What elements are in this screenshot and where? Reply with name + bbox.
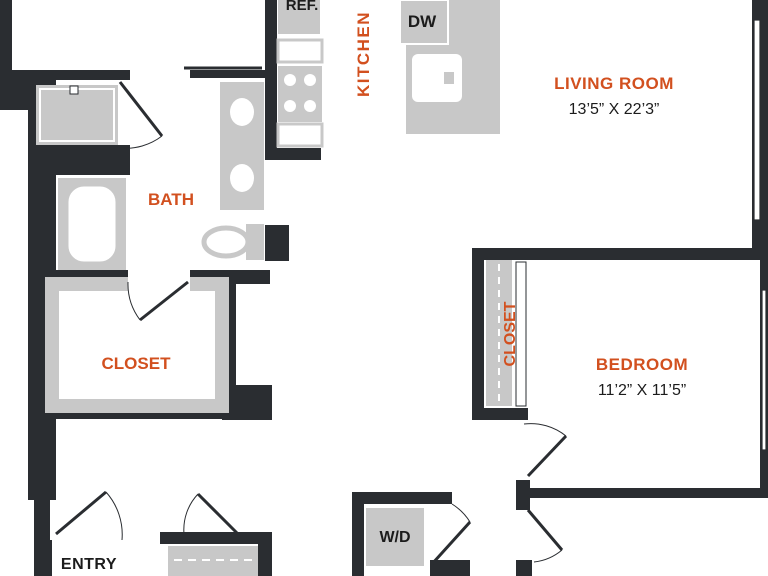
stove-range — [278, 66, 322, 122]
wall-wd-bottom — [430, 560, 470, 576]
wall-bath-right-lower — [265, 225, 289, 261]
bathtub-basin — [67, 185, 117, 263]
doors — [55, 66, 568, 566]
door-linen-bottom-leaf — [196, 492, 240, 536]
kitchen-sink — [412, 54, 462, 102]
kitchen-label: KITCHEN — [354, 11, 373, 97]
wall-bedroom-left-bottom — [516, 560, 532, 576]
dishwasher-label: DW — [408, 12, 437, 31]
door-linen-leaf — [118, 81, 164, 137]
burner-3 — [284, 100, 296, 112]
wall-wd-left — [352, 492, 364, 576]
door-wd-leaf — [430, 520, 472, 566]
refrigerator — [278, 0, 320, 34]
burner-2 — [304, 74, 316, 86]
living-room-label: LIVING ROOM — [554, 74, 674, 93]
wall-bedroom-closet-top — [472, 248, 768, 260]
wall-bedroom-left — [520, 248, 532, 260]
door-lower-swing — [533, 549, 563, 563]
bath-linen-cabinet — [36, 85, 118, 145]
door-entry-swing — [105, 491, 123, 541]
bath-label: BATH — [148, 190, 194, 209]
bedroom-closet-label: CLOSET — [502, 301, 519, 366]
labels: REF. DW KITCHEN LIVING ROOM 13’5” X 22’3… — [61, 0, 688, 573]
counter-lower — [276, 122, 324, 148]
wall-bottom-linen — [160, 532, 270, 544]
bedroom-size: 11’2” X 11’5” — [598, 382, 686, 399]
burner-4 — [304, 100, 316, 112]
wall-left-lower — [34, 420, 50, 570]
wall-bottom-left — [34, 540, 52, 576]
toilet-tank — [246, 224, 264, 260]
dishwasher — [399, 0, 449, 45]
closet-label: CLOSET — [102, 354, 172, 373]
entry-label: ENTRY — [61, 556, 117, 573]
fixtures — [36, 0, 527, 576]
window-bedroom — [761, 289, 767, 451]
wall-vanity-top — [190, 70, 265, 78]
door-bedroom-leaf — [526, 434, 568, 478]
door-wd-swing — [451, 503, 471, 523]
windows — [753, 19, 767, 451]
door-closet-swing — [127, 281, 141, 321]
bath-linen-marker — [69, 85, 79, 95]
closet-shelf-dash — [59, 291, 215, 399]
wall-bath-right — [265, 0, 277, 150]
wall-bedroom-left-lower — [516, 480, 530, 510]
washer-dryer-label: W/D — [379, 529, 410, 546]
door-entry-leaf — [55, 490, 107, 536]
bath-sink-1 — [230, 98, 254, 126]
burner-1 — [284, 74, 296, 86]
linen-shelf — [168, 546, 258, 576]
door-linen-swing — [119, 135, 163, 149]
wall-bedroom-bottom — [530, 488, 768, 498]
wall-bedroom-closet-left — [472, 248, 484, 420]
bedroom-closet-door-track — [515, 261, 527, 407]
fridge-label: REF. — [286, 0, 319, 14]
wall-bottom-linen-right — [258, 532, 272, 576]
door-linen-bottom-swing — [183, 493, 199, 535]
wall-kitchen-bottom — [265, 148, 321, 160]
door-closet-leaf — [139, 280, 189, 322]
wall-bedroom-closet-bottom — [472, 408, 528, 420]
bedroom-label: BEDROOM — [596, 355, 688, 374]
door-lower-leaf — [526, 509, 564, 551]
toilet-bowl — [201, 225, 251, 259]
washer-dryer — [366, 508, 424, 566]
living-room-size: 13’5” X 22’3” — [569, 101, 660, 118]
wall-left-top-return — [0, 70, 32, 110]
closet-shelf — [45, 277, 229, 413]
wall-wd-top — [352, 492, 452, 504]
door-bedroom-swing — [523, 423, 567, 437]
window-living — [753, 19, 761, 221]
wall-bath-mid — [28, 145, 130, 175]
counter-strip — [276, 38, 324, 64]
bath-sink-2 — [230, 164, 254, 192]
wall-bath-top — [28, 70, 130, 80]
kitchen-faucet — [444, 72, 454, 84]
